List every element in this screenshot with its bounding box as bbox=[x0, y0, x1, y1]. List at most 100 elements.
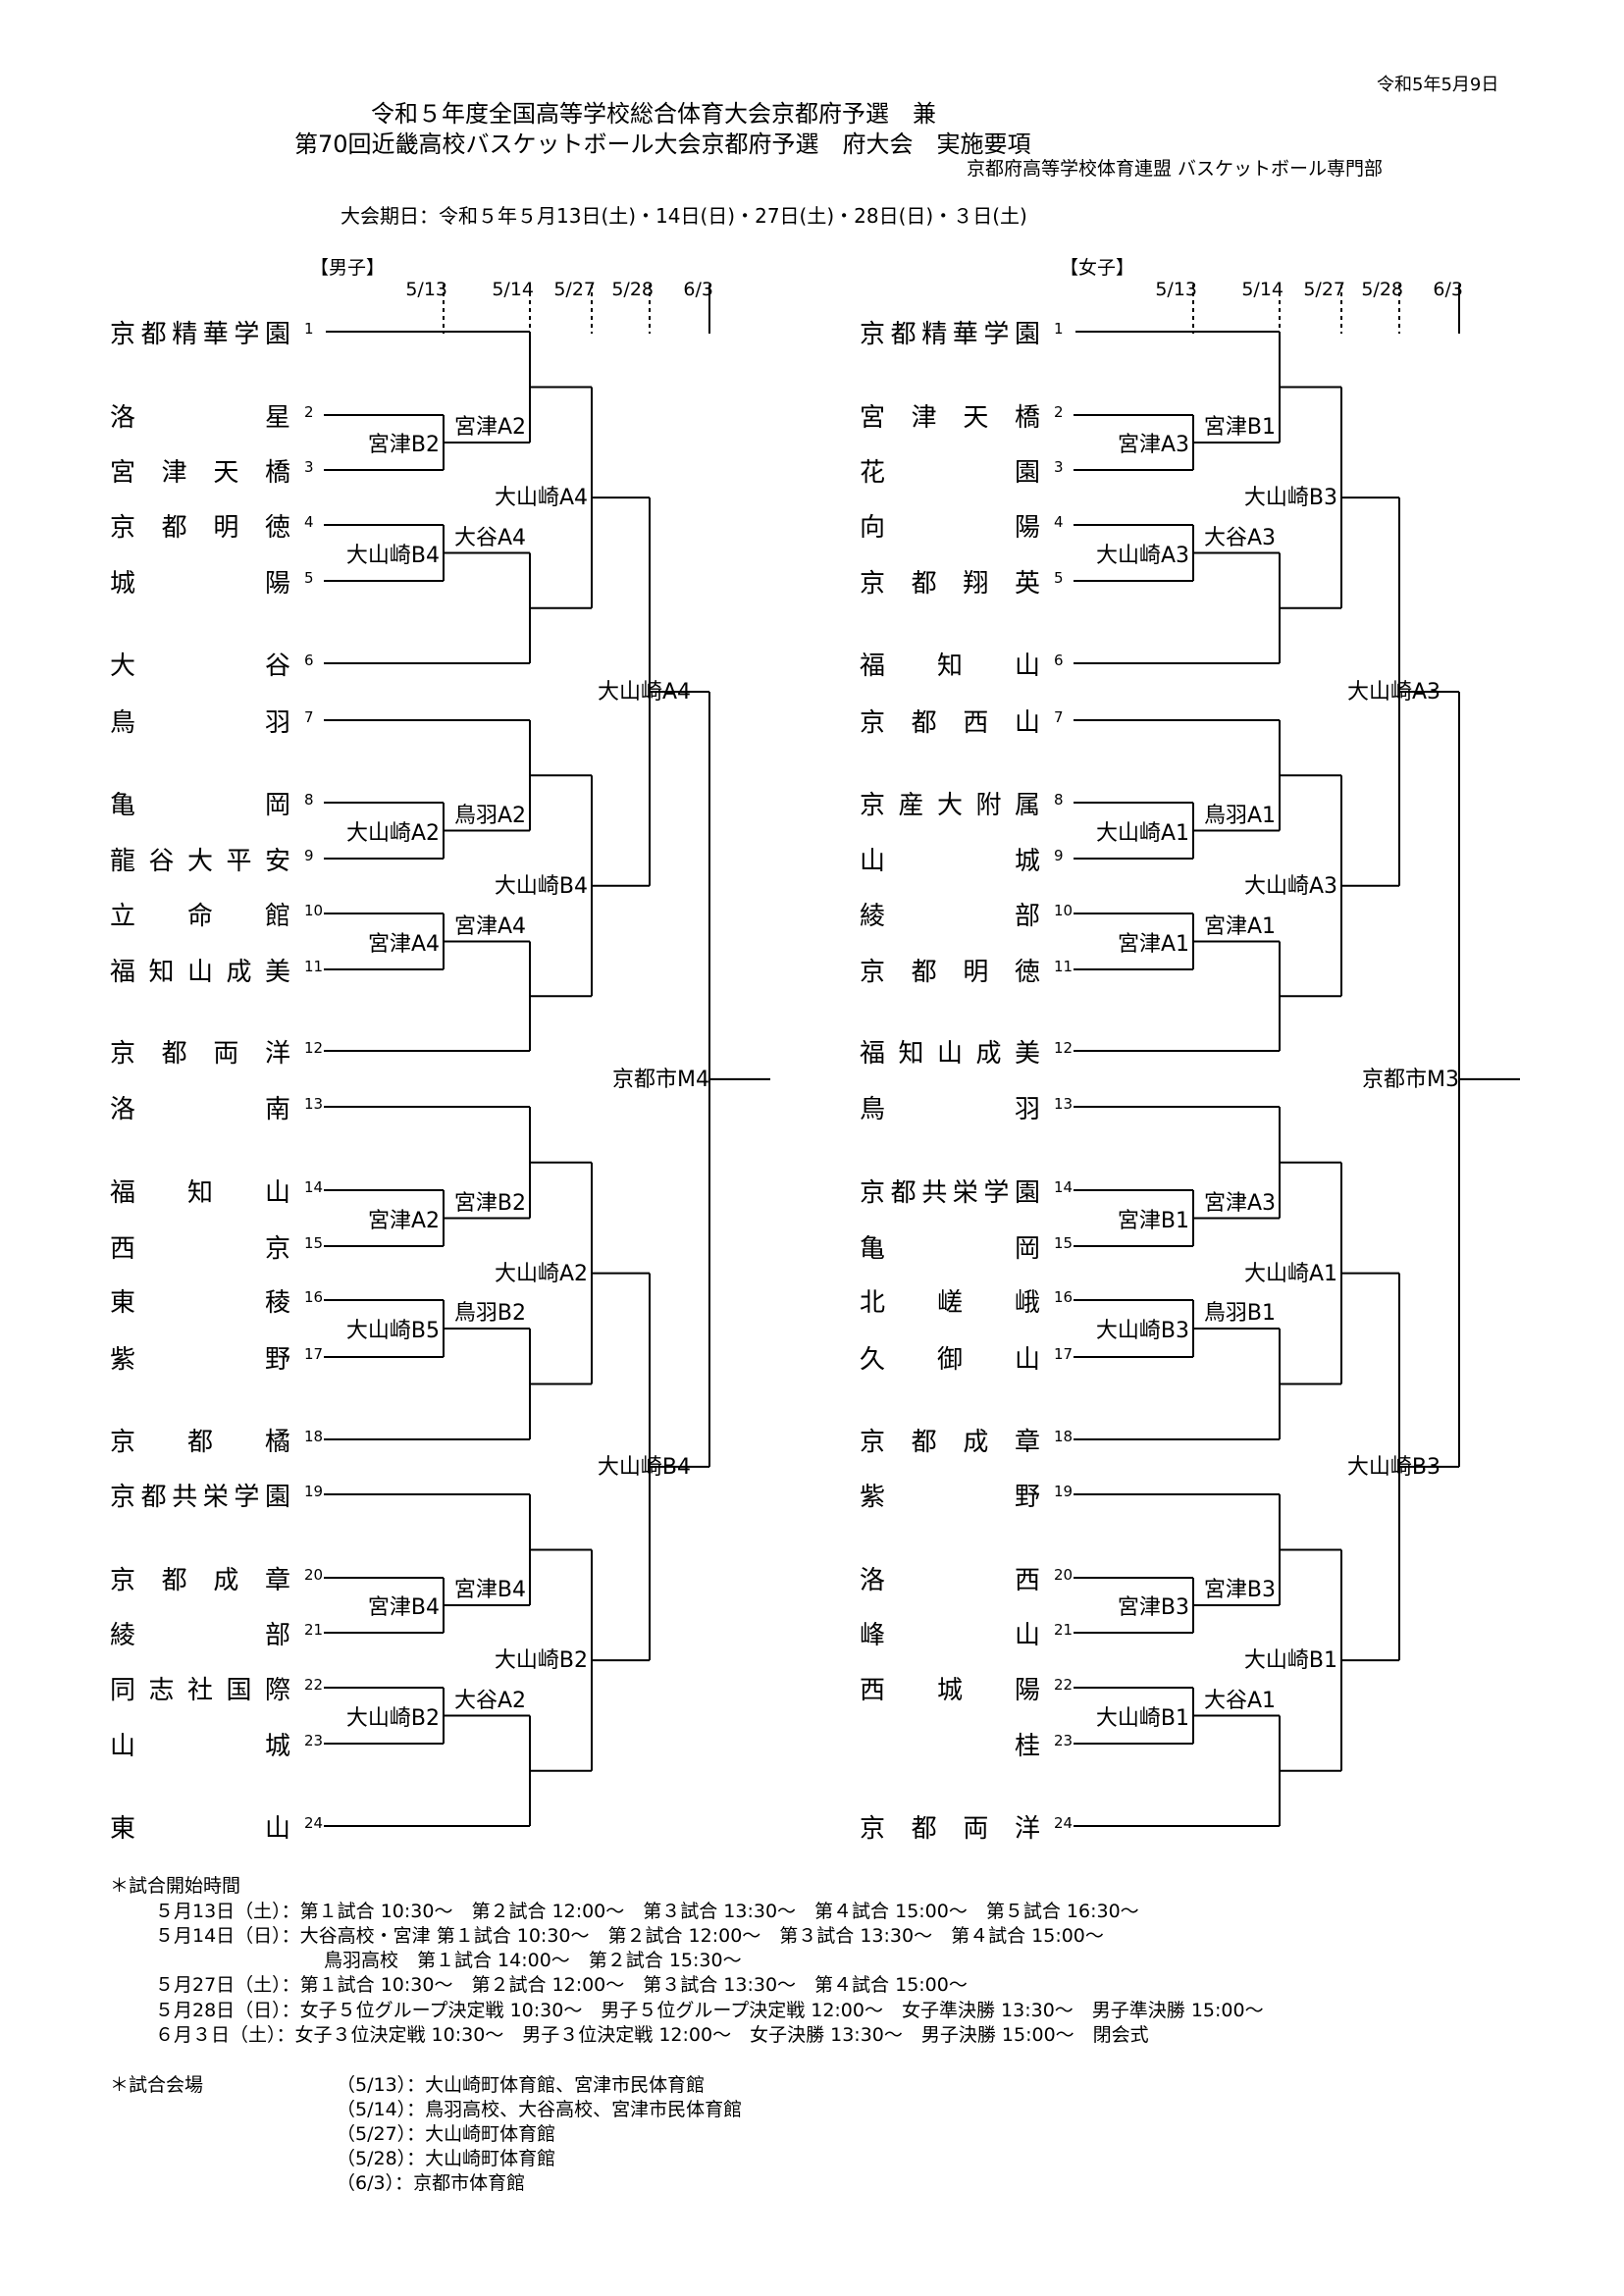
seed-number: 4 bbox=[1054, 513, 1064, 531]
team-name: 紫野 bbox=[860, 1483, 1040, 1512]
times-title: ＊試合開始時間 bbox=[110, 1875, 241, 1897]
team-name: 京産大附属 bbox=[860, 791, 1040, 820]
round-date: 5/27 bbox=[553, 279, 596, 300]
team-name: 京都成章 bbox=[110, 1566, 290, 1595]
team-name: 宮津天橋 bbox=[110, 458, 290, 488]
team-name: 京都両洋 bbox=[860, 1814, 1040, 1844]
seed-number: 22 bbox=[304, 1676, 324, 1694]
girls-label: 【女子】 bbox=[1060, 257, 1135, 279]
venue-line: （5/14）：鳥羽高校、大谷高校、宮津市民体育館 bbox=[337, 2099, 743, 2120]
match-venue: 宮津A1 bbox=[1203, 913, 1276, 939]
seed-number: 8 bbox=[1054, 791, 1064, 809]
seed-number: 6 bbox=[1054, 652, 1064, 669]
match-venue: 大山崎B3 bbox=[1346, 1454, 1441, 1480]
match-venue: 大山崎A4 bbox=[494, 486, 588, 511]
match-venue: 大山崎B1 bbox=[1095, 1705, 1189, 1731]
round-date: 5/14 bbox=[1241, 279, 1283, 300]
seed-number: 24 bbox=[1054, 1814, 1074, 1832]
round-date: 5/13 bbox=[405, 279, 447, 300]
team-name: 綾部 bbox=[110, 1621, 290, 1650]
match-venue: 宮津B3 bbox=[1203, 1578, 1276, 1602]
match-venue: 宮津B2 bbox=[367, 433, 440, 457]
seed-number: 13 bbox=[1054, 1095, 1074, 1113]
seed-number: 6 bbox=[304, 652, 314, 669]
seed-number: 8 bbox=[304, 791, 314, 809]
match-venue: 大山崎B3 bbox=[1243, 486, 1337, 511]
team-name: 花園 bbox=[860, 458, 1040, 488]
match-venue: 大谷A4 bbox=[453, 525, 526, 550]
seed-number: 4 bbox=[304, 513, 314, 531]
seed-number: 23 bbox=[304, 1732, 324, 1749]
match-venue: 鳥羽A2 bbox=[453, 803, 526, 828]
seed-number: 9 bbox=[304, 847, 314, 864]
seed-number: 5 bbox=[1054, 569, 1064, 587]
team-name: 西京 bbox=[110, 1234, 290, 1264]
match-venue: 宮津A3 bbox=[1117, 433, 1189, 457]
team-name: 京都明徳 bbox=[110, 513, 290, 543]
seed-number: 18 bbox=[304, 1428, 324, 1445]
seed-number: 10 bbox=[1054, 902, 1074, 919]
match-venue: 鳥羽B1 bbox=[1203, 1301, 1276, 1326]
seed-number: 16 bbox=[1054, 1288, 1074, 1306]
match-venue: 大山崎A2 bbox=[494, 1261, 588, 1286]
times-line: ５月28日（日）：女子５位グループ決定戦 10:30～ 男子５位グループ決定戦 … bbox=[155, 2000, 1264, 2021]
team-name: 福知山成美 bbox=[860, 1039, 1040, 1069]
final-venue: 京都市M3 bbox=[1362, 1067, 1459, 1092]
match-venue: 宮津A2 bbox=[367, 1208, 440, 1233]
seed-number: 7 bbox=[1054, 708, 1064, 726]
match-venue: 鳥羽A1 bbox=[1203, 803, 1276, 828]
round-date: 5/28 bbox=[1361, 279, 1403, 300]
team-name: 東稜 bbox=[110, 1288, 290, 1318]
team-name: 大谷 bbox=[110, 652, 290, 681]
organizer: 京都府高等学校体育連盟 バスケットボール専門部 bbox=[967, 158, 1384, 180]
seed-number: 7 bbox=[304, 708, 314, 726]
team-name: 京都明徳 bbox=[860, 958, 1040, 987]
team-name: 京都橘 bbox=[110, 1428, 290, 1457]
seed-number: 21 bbox=[1054, 1621, 1074, 1639]
team-name: 宮津天橋 bbox=[860, 403, 1040, 433]
page-title: 令和５年度全国高等学校総合体育大会京都府予選 兼 bbox=[371, 100, 936, 128]
match-venue: 大山崎B4 bbox=[494, 873, 588, 899]
team-name: 向陽 bbox=[860, 513, 1040, 543]
seed-number: 10 bbox=[304, 902, 324, 919]
venue-line: （5/13）：大山崎町体育館、宮津市民体育館 bbox=[337, 2074, 706, 2096]
team-name: 城陽 bbox=[110, 569, 290, 599]
seed-number: 14 bbox=[1054, 1178, 1074, 1196]
times-line: ５月27日（土）：第１試合 10:30～ 第２試合 12:00～ 第３試合 13… bbox=[155, 1974, 968, 1996]
times-line: ５月14日（日）：大谷高校・宮津 第１試合 10:30～ 第２試合 12:00～… bbox=[155, 1925, 1104, 1947]
seed-number: 9 bbox=[1054, 847, 1064, 864]
match-venue: 宮津B1 bbox=[1203, 415, 1276, 440]
match-venue: 大山崎B1 bbox=[1243, 1648, 1337, 1674]
seed-number: 24 bbox=[304, 1814, 324, 1832]
match-venue: 大山崎B5 bbox=[345, 1319, 440, 1343]
match-venue: 宮津B4 bbox=[453, 1578, 526, 1602]
round-date: 6/3 bbox=[1433, 279, 1463, 300]
seed-number: 13 bbox=[304, 1095, 324, 1113]
match-venue: 大山崎A3 bbox=[1095, 543, 1189, 568]
team-name: 洛南 bbox=[110, 1095, 290, 1124]
match-venue: 鳥羽B2 bbox=[453, 1301, 526, 1326]
team-name: 峰山 bbox=[860, 1621, 1040, 1650]
team-name: 桂 bbox=[1014, 1732, 1040, 1761]
team-name: 京都共栄学園 bbox=[860, 1178, 1040, 1208]
venue-line: （6/3）：京都市体育館 bbox=[337, 2172, 526, 2194]
seed-number: 15 bbox=[1054, 1234, 1074, 1252]
match-venue: 大山崎B2 bbox=[345, 1705, 440, 1731]
team-name: 紫野 bbox=[110, 1345, 290, 1375]
match-venue: 大谷A3 bbox=[1203, 525, 1276, 550]
team-name: 福知山 bbox=[110, 1178, 290, 1208]
team-name: 久御山 bbox=[860, 1345, 1040, 1375]
team-name: 京都西山 bbox=[860, 708, 1040, 738]
seed-number: 19 bbox=[1054, 1483, 1074, 1500]
match-venue: 大山崎A3 bbox=[1346, 679, 1441, 704]
match-venue: 大山崎A1 bbox=[1243, 1261, 1337, 1286]
seed-number: 16 bbox=[304, 1288, 324, 1306]
match-venue: 宮津A2 bbox=[453, 415, 526, 440]
team-name: 京都精華学園 bbox=[860, 320, 1040, 349]
team-name: 洛西 bbox=[860, 1566, 1040, 1595]
seed-number: 23 bbox=[1054, 1732, 1074, 1749]
match-venue: 大山崎B4 bbox=[597, 1454, 691, 1480]
team-name: 鳥羽 bbox=[860, 1095, 1040, 1124]
team-name: 亀岡 bbox=[110, 791, 290, 820]
